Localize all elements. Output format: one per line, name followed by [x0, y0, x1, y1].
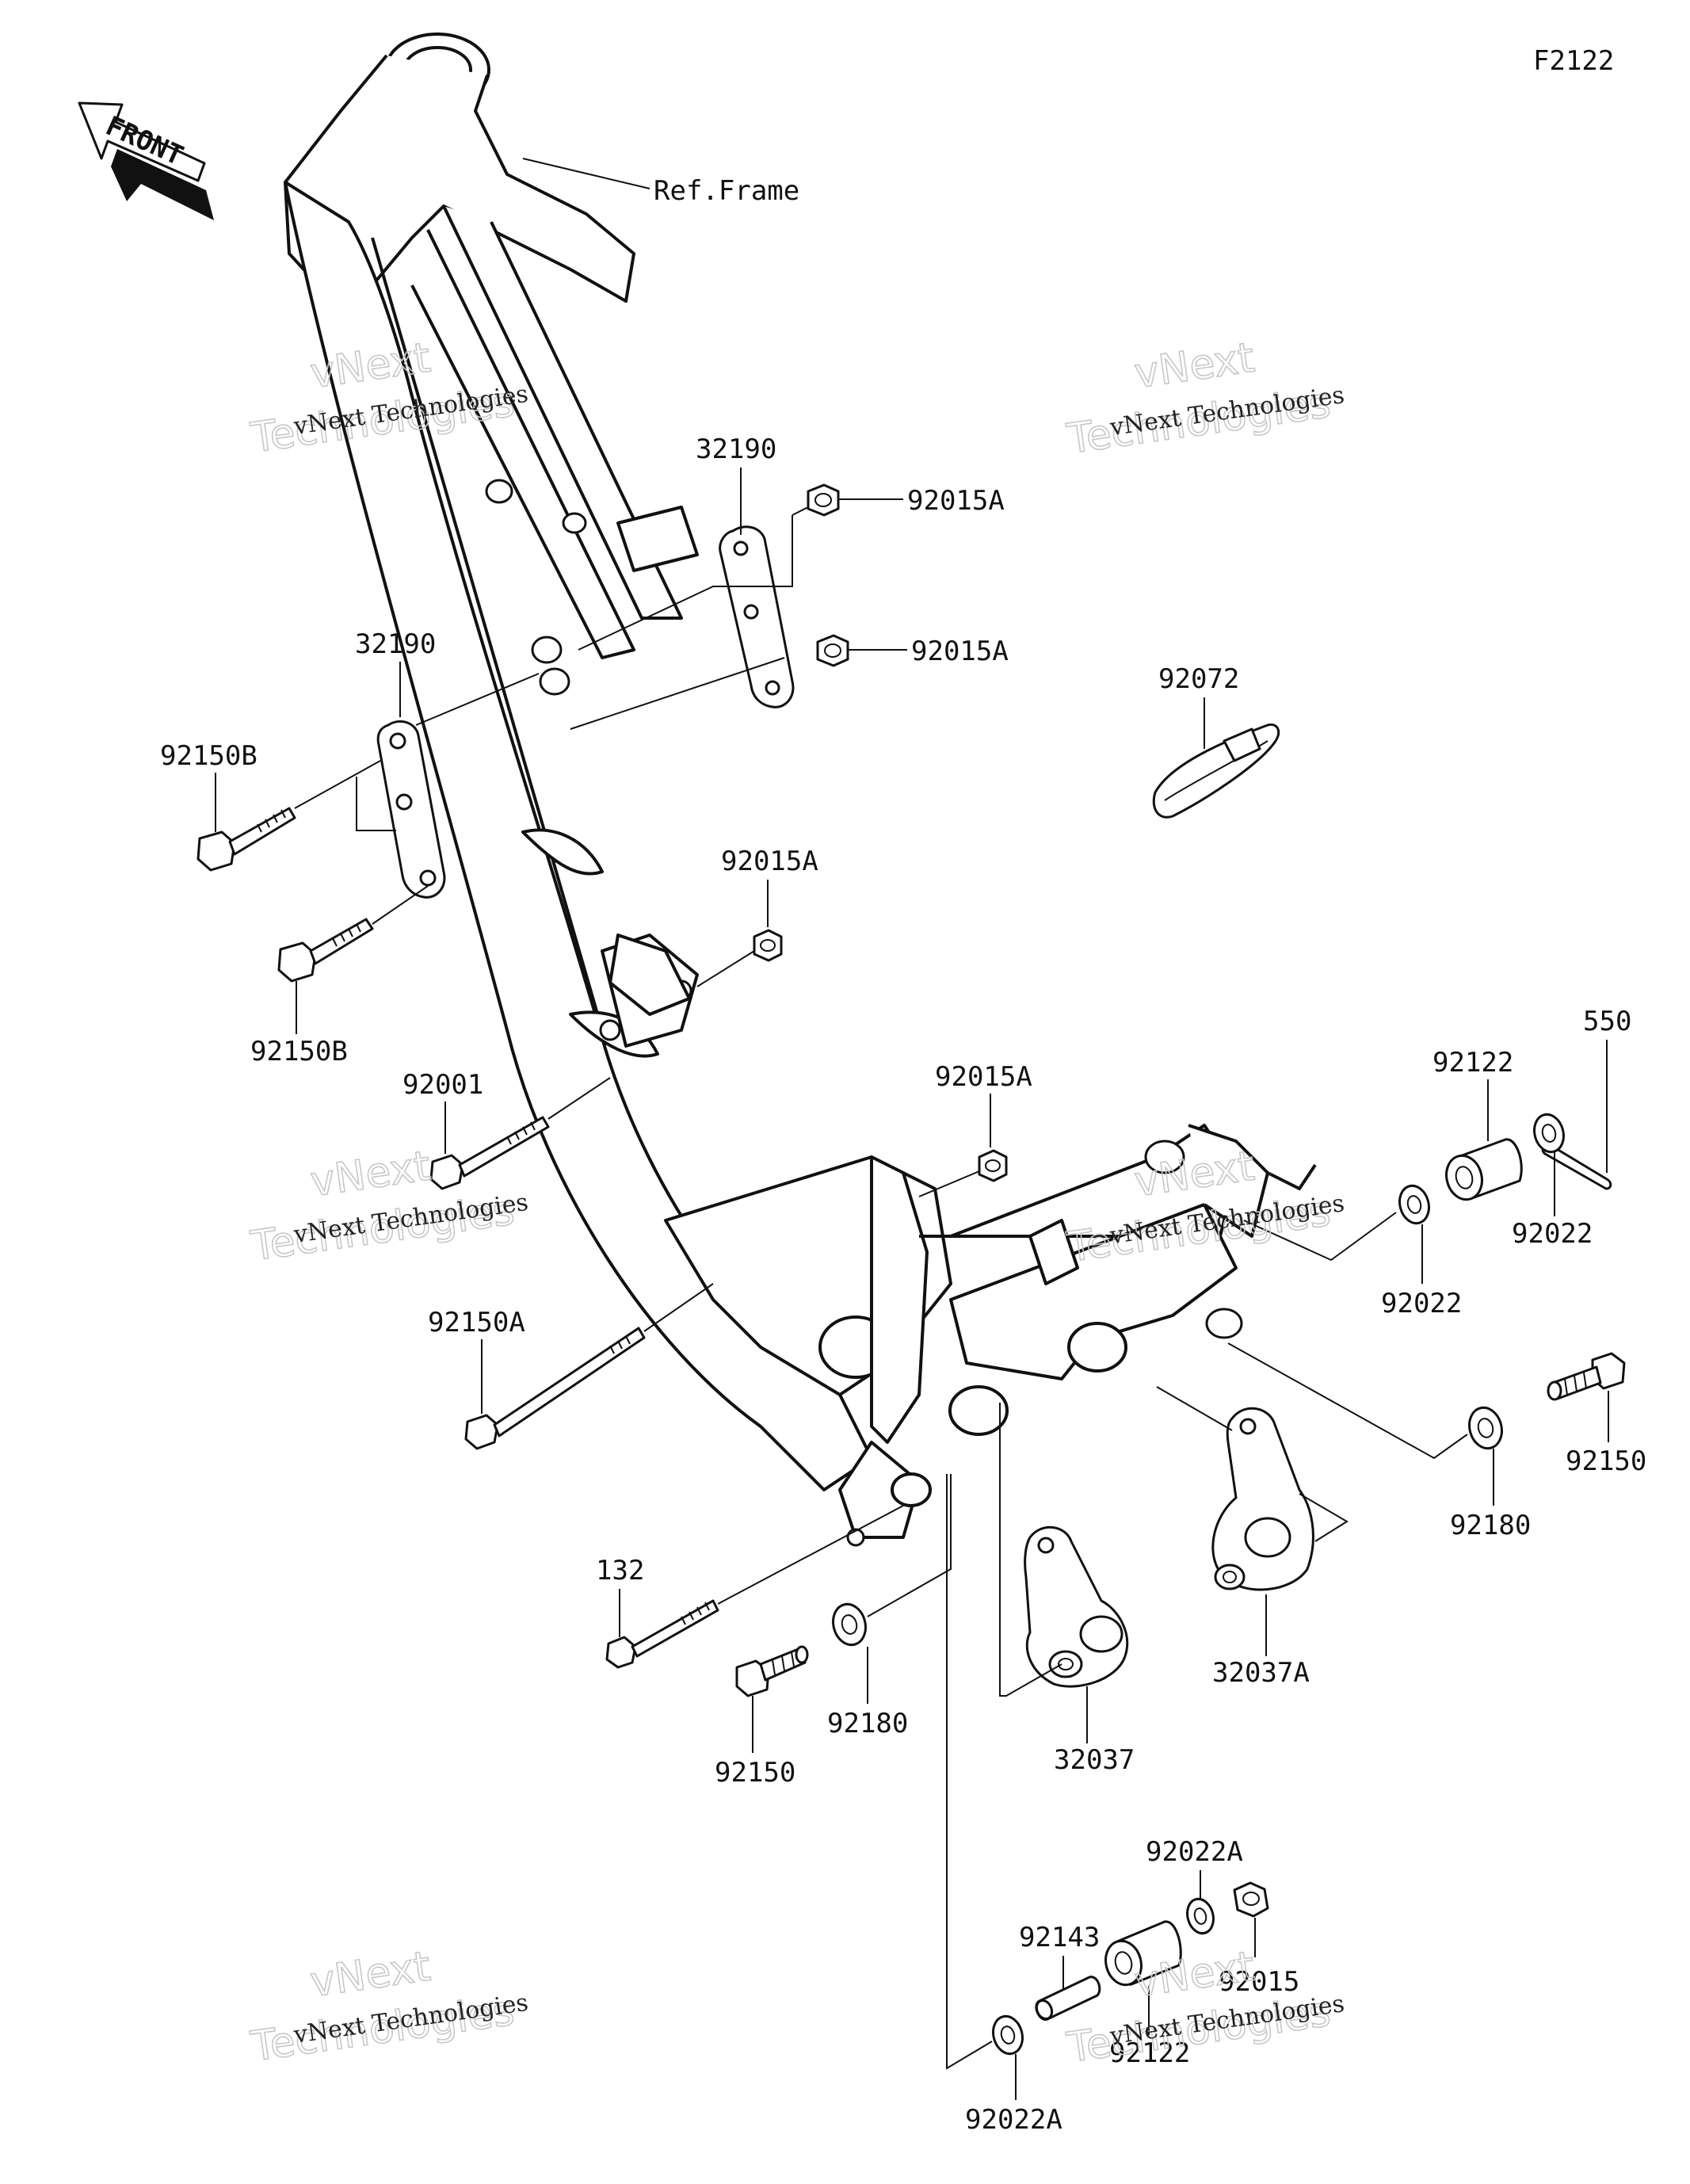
washer-92022a-2	[992, 2014, 1024, 2056]
part-label-550: 550	[1583, 1006, 1631, 1037]
engine-bracket-32037a	[1211, 1407, 1314, 1591]
part-label-92180-right: 92180	[1450, 1510, 1531, 1541]
diagram-code: F2122	[1533, 45, 1614, 77]
watermark-top-right: vNext Technologies vNext Technologies	[1063, 334, 1346, 464]
washer-92180-right	[1468, 1406, 1503, 1450]
bolt-92150b-1	[196, 807, 296, 872]
collar-92122-2	[1104, 1920, 1182, 1987]
front-arrow-icon: FRONT	[78, 101, 214, 220]
part-label-92015a-1: 92015A	[907, 485, 1005, 517]
part-label-32037: 32037	[1054, 1744, 1135, 1776]
flange-nut-92015a-3	[753, 929, 783, 962]
part-label-32037a: 32037A	[1212, 1657, 1310, 1689]
bolt-92001	[429, 1116, 550, 1190]
part-label-92122-1: 92122	[1432, 1047, 1513, 1079]
watermark-bottom-right: vNext Technologies vNext Technologies	[1063, 1942, 1346, 2073]
spacer-92143	[1035, 1976, 1101, 2021]
washer-92022-2	[1398, 1184, 1430, 1225]
part-label-92022a-2: 92022A	[965, 2104, 1062, 2136]
part-label-92150a: 92150A	[428, 1307, 525, 1338]
washer-92022a-1	[1186, 1897, 1215, 1935]
ref-frame-label: Ref.Frame	[654, 175, 799, 207]
part-label-92150b-1: 92150B	[160, 740, 258, 772]
part-label-92015a-2: 92015A	[911, 636, 1009, 667]
bolt-132	[605, 1599, 719, 1669]
flange-nut-92015	[1233, 1881, 1269, 1918]
collar-92122-1	[1445, 1138, 1523, 1201]
part-label-92022-1: 92022	[1512, 1218, 1593, 1250]
part-label-92072: 92072	[1158, 663, 1239, 695]
part-label-92015: 92015	[1219, 1966, 1299, 1998]
watermark-bottom-left: vNext Technologies vNext Technologies	[247, 1942, 530, 2071]
engine-mount-plate-upper	[719, 525, 795, 708]
part-label-92022-2: 92022	[1381, 1288, 1462, 1319]
part-label-92150b-2: 92150B	[250, 1036, 348, 1067]
part-label-92150-bottom: 92150	[715, 1757, 795, 1789]
part-label-92015a-3: 92015A	[721, 846, 818, 877]
part-label-132: 132	[596, 1555, 644, 1586]
engine-bracket-32037	[1024, 1525, 1129, 1688]
motorcycle-frame	[284, 32, 1317, 1547]
engine-mount-plate-left	[376, 720, 446, 899]
part-label-92180-bottom: 92180	[827, 1708, 908, 1739]
part-label-92143: 92143	[1019, 1922, 1100, 1953]
part-label-92001: 92001	[402, 1069, 483, 1101]
part-label-32190-top: 32190	[696, 433, 776, 465]
part-label-92122-2: 92122	[1109, 2037, 1190, 2069]
part-label-32190-left: 32190	[355, 628, 436, 660]
svg-text:vNext: vNext	[307, 1943, 433, 2007]
bolt-92150a	[464, 1327, 646, 1450]
washer-92022-1	[1533, 1113, 1565, 1154]
part-label-92022a-1: 92022A	[1146, 1836, 1243, 1868]
bolt-92150-right	[1547, 1352, 1626, 1401]
washer-92180-bottom	[832, 1602, 867, 1647]
flange-nut-92015a-1	[807, 483, 840, 517]
bolt-92150b-2	[277, 918, 374, 983]
svg-text:vNext: vNext	[1131, 334, 1257, 399]
svg-text:vNext: vNext	[307, 1143, 433, 1207]
part-label-92150-right: 92150	[1566, 1445, 1646, 1477]
bolt-92150-bottom	[735, 1645, 809, 1697]
flange-nut-92015a-2	[816, 634, 849, 667]
flange-nut-92015a-4	[978, 1149, 1008, 1182]
part-label-92015a-4: 92015A	[935, 1061, 1032, 1093]
clamp-band-92072	[1152, 723, 1280, 819]
